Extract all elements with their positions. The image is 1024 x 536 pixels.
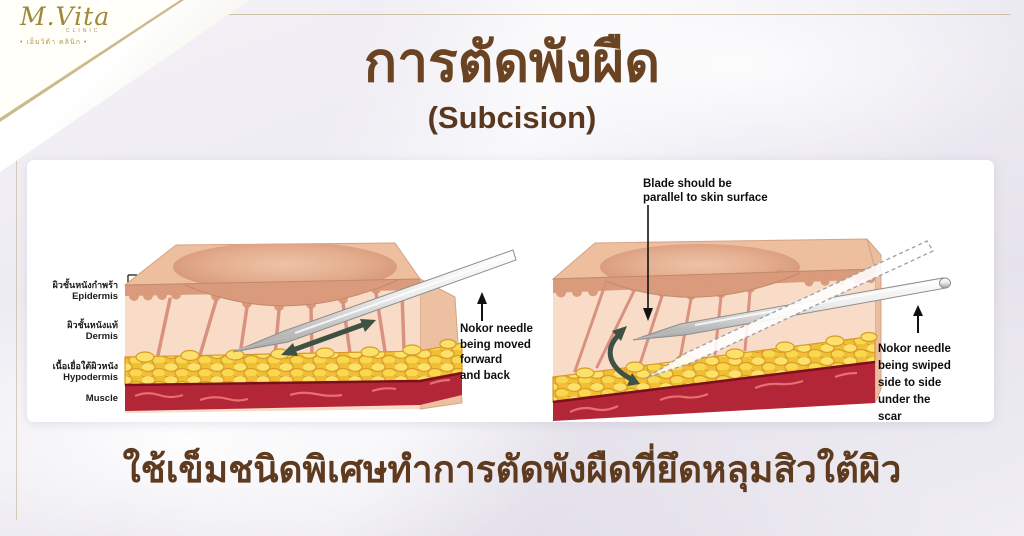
label-dermis: ผิวชั้นหนังแท้ Dermis [67, 320, 118, 342]
page-title: การตัดพังผืด [363, 31, 661, 93]
label-muscle: Muscle [85, 393, 118, 404]
needle-pointer-arrow [477, 292, 487, 321]
sweep-arrow [607, 326, 640, 386]
nokor-needle [232, 249, 517, 353]
note-needle-forward-back: Nokor needle being moved forward and bac… [460, 323, 533, 382]
figure-subcision-side-sweep: Blade should be parallel to skin surface… [545, 175, 1015, 427]
fibrous-septa [573, 283, 752, 373]
label-hypodermis: เนื้อเยื่อใต้ผิวหนัง Hypodermis [52, 361, 118, 383]
figure-subcision-forward-back: ผิวชั้นหนังกำพร้า Epidermis ผิวชั้นหนังแ… [50, 233, 550, 428]
bottom-caption: ใช้เข็มชนิดพิเศษทำการตัดพังผืดที่ยึดหลุม… [122, 449, 902, 490]
muscle-layer [552, 360, 876, 421]
scar-crater [173, 243, 397, 285]
needle-pointer-arrow [913, 305, 923, 333]
note-blade-parallel: Blade should be parallel to skin surface [643, 178, 768, 204]
skin-block [123, 242, 463, 413]
blade-pointer-arrow [643, 205, 653, 321]
skin-diagram-right [551, 205, 951, 421]
page-subtitle: (Subcision) [427, 100, 597, 135]
gold-frame-line-left [16, 14, 17, 520]
skin-diagram-left [123, 242, 517, 413]
note-needle-swiped: Nokor needle being swiped side to side u… [878, 343, 951, 423]
ghost-needle-swept [647, 240, 934, 378]
label-epidermis: ผิวชั้นหนังกำพร้า Epidermis [52, 280, 118, 302]
forward-back-arrow [281, 319, 376, 356]
gold-frame-line-top [58, 14, 1010, 15]
muscle-layer [124, 371, 463, 411]
skin-block [551, 238, 882, 421]
